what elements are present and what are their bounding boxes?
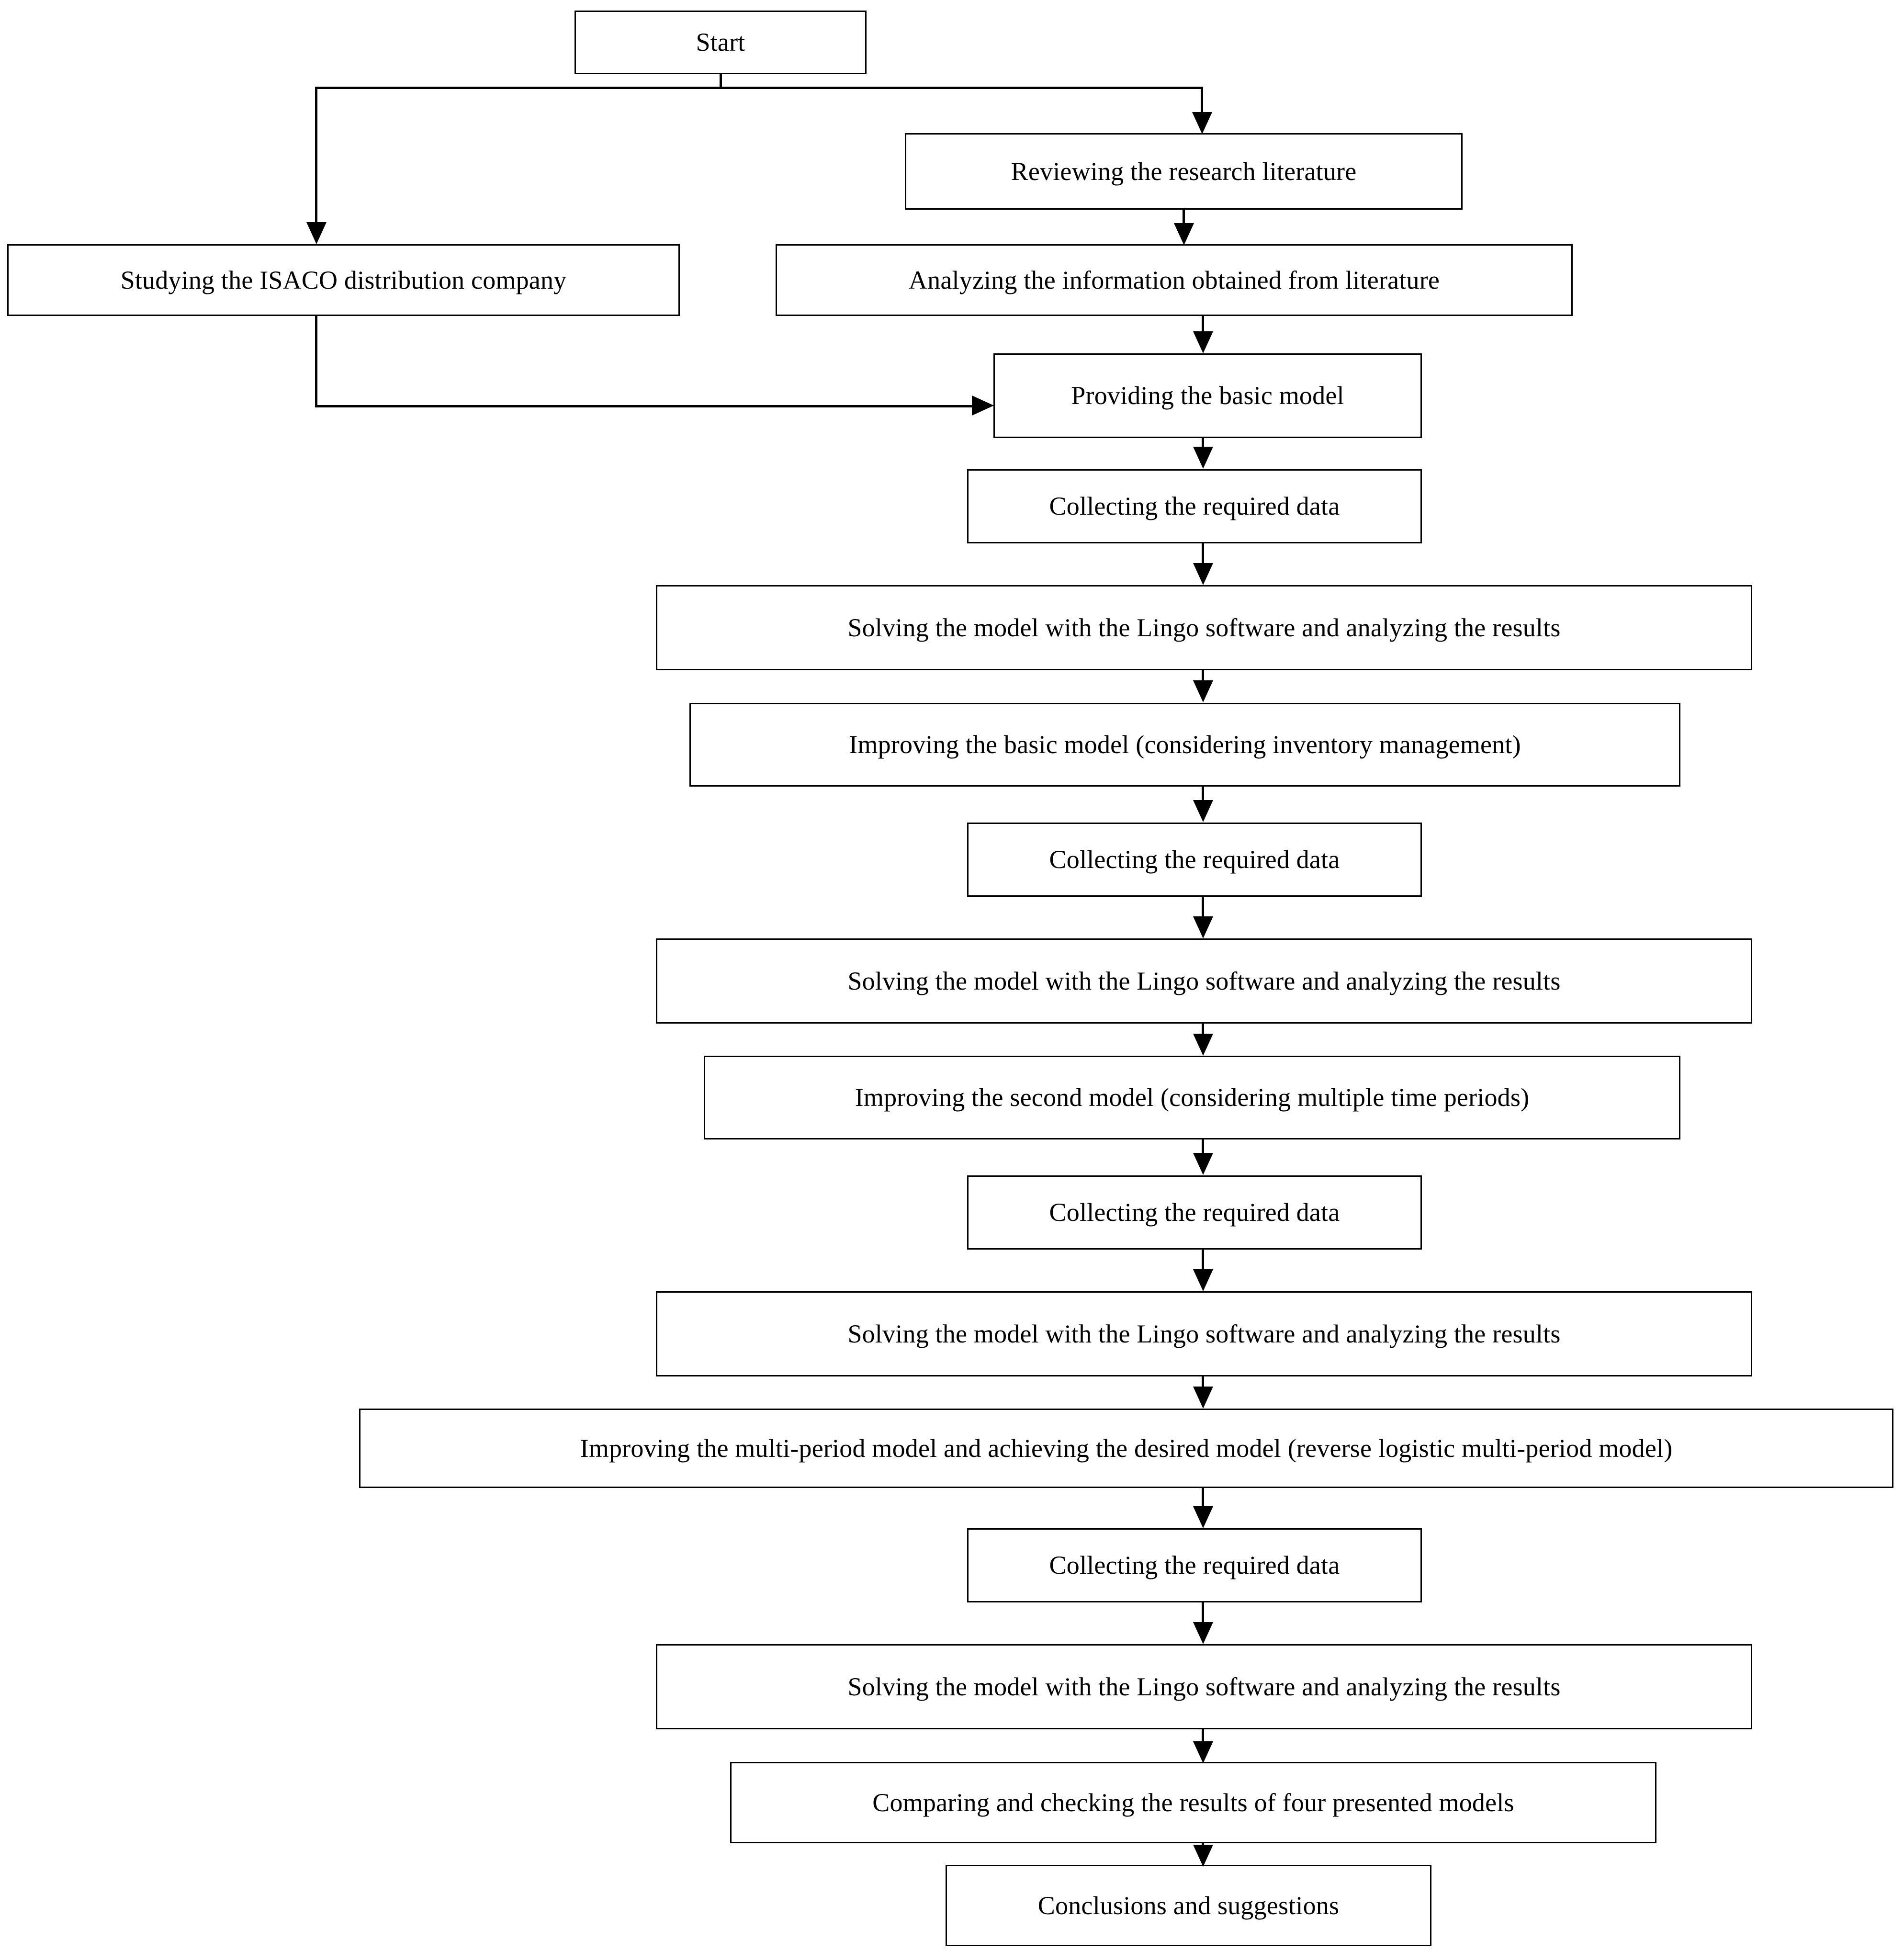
node-solving-the-model-1-label: Solving the model with the Lingo softwar…	[847, 613, 1561, 642]
node-comparing-and-checking-results-label: Comparing and checking the results of fo…	[872, 1788, 1514, 1817]
node-improving-the-second-model[interactable]: Improving the second model (considering …	[704, 1056, 1680, 1139]
edge-start-bus	[315, 87, 1201, 89]
edge-improvesecond-to-collect3	[1202, 1139, 1204, 1154]
node-solving-the-model-3-label: Solving the model with the Lingo softwar…	[847, 1319, 1561, 1348]
node-start-label: Start	[696, 28, 745, 57]
node-reviewing-the-research-literature[interactable]: Reviewing the research literature	[905, 133, 1463, 210]
node-solving-the-model-4[interactable]: Solving the model with the Lingo softwar…	[656, 1644, 1752, 1729]
edge-review-to-analyze	[1183, 210, 1185, 224]
node-improving-the-multi-period-model-label: Improving the multi-period model and ach…	[580, 1433, 1673, 1463]
node-collecting-the-required-data-3[interactable]: Collecting the required data	[967, 1175, 1422, 1250]
arrow-basic-to-collect1	[1193, 447, 1213, 469]
edge-improvemulti-to-collect4	[1202, 1488, 1204, 1507]
node-solving-the-model-2[interactable]: Solving the model with the Lingo softwar…	[656, 938, 1752, 1024]
edge-basic-to-collect1	[1202, 438, 1204, 448]
node-start[interactable]: Start	[575, 11, 867, 74]
edge-collect1-to-solve1	[1202, 543, 1204, 564]
arrow-collect3-to-solve3	[1193, 1269, 1213, 1291]
arrow-improvebasic-to-collect2	[1193, 800, 1213, 822]
edge-solve4-to-compare	[1202, 1729, 1204, 1742]
arrow-isaco-to-basic	[972, 395, 994, 416]
arrow-collect4-to-solve4	[1193, 1622, 1213, 1644]
node-collecting-the-required-data-1-label: Collecting the required data	[1049, 492, 1340, 521]
node-comparing-and-checking-results[interactable]: Comparing and checking the results of fo…	[730, 1762, 1656, 1843]
node-improving-the-basic-model[interactable]: Improving the basic model (considering i…	[689, 703, 1680, 787]
edge-isaco-to-basic-horizontal	[315, 405, 973, 407]
edge-collect4-to-solve4	[1202, 1602, 1204, 1623]
node-collecting-the-required-data-1[interactable]: Collecting the required data	[967, 469, 1422, 543]
edge-solve2-to-improvesecond	[1202, 1024, 1204, 1034]
node-studying-the-isaco-distribution-company-label: Studying the ISACO distribution company	[120, 265, 567, 294]
node-studying-the-isaco-distribution-company[interactable]: Studying the ISACO distribution company	[7, 244, 680, 316]
arrow-start-to-isaco	[306, 222, 327, 244]
edge-collect3-to-solve3	[1202, 1250, 1204, 1270]
node-reviewing-the-research-literature-label: Reviewing the research literature	[1011, 157, 1357, 186]
node-analyzing-the-information-obtained-from-literature-label: Analyzing the information obtained from …	[908, 265, 1440, 294]
edge-collect2-to-solve2	[1202, 897, 1204, 917]
node-analyzing-the-information-obtained-from-literature[interactable]: Analyzing the information obtained from …	[776, 244, 1573, 316]
node-improving-the-basic-model-label: Improving the basic model (considering i…	[849, 730, 1521, 759]
arrow-solve3-to-improvemulti	[1193, 1387, 1213, 1409]
edge-analyze-to-basic	[1202, 316, 1204, 331]
arrow-collect2-to-solve2	[1193, 916, 1213, 938]
arrow-solve2-to-improvesecond	[1193, 1034, 1213, 1056]
arrow-solve1-to-improvebasic	[1193, 680, 1213, 702]
node-improving-the-second-model-label: Improving the second model (considering …	[855, 1083, 1530, 1112]
arrow-compare-to-conclusions	[1193, 1845, 1213, 1867]
node-conclusions-and-suggestions[interactable]: Conclusions and suggestions	[946, 1865, 1431, 1946]
arrow-improvemulti-to-collect4	[1193, 1506, 1213, 1528]
node-solving-the-model-1[interactable]: Solving the model with the Lingo softwar…	[656, 585, 1752, 670]
arrow-improvesecond-to-collect3	[1193, 1153, 1213, 1175]
edge-start-to-review-vertical	[1201, 87, 1203, 113]
node-providing-the-basic-model[interactable]: Providing the basic model	[993, 353, 1422, 438]
node-solving-the-model-4-label: Solving the model with the Lingo softwar…	[847, 1672, 1561, 1701]
edge-isaco-down	[315, 316, 317, 407]
node-collecting-the-required-data-2-label: Collecting the required data	[1049, 845, 1340, 874]
arrow-collect1-to-solve1	[1193, 563, 1213, 585]
arrow-review-to-analyze	[1174, 223, 1194, 245]
node-solving-the-model-3[interactable]: Solving the model with the Lingo softwar…	[656, 1291, 1752, 1376]
node-collecting-the-required-data-2[interactable]: Collecting the required data	[967, 823, 1422, 897]
node-providing-the-basic-model-label: Providing the basic model	[1071, 381, 1344, 410]
edge-start-to-isaco-vertical	[315, 87, 317, 223]
node-collecting-the-required-data-4[interactable]: Collecting the required data	[967, 1528, 1422, 1602]
node-improving-the-multi-period-model[interactable]: Improving the multi-period model and ach…	[359, 1409, 1893, 1488]
node-collecting-the-required-data-4-label: Collecting the required data	[1049, 1551, 1340, 1580]
node-conclusions-and-suggestions-label: Conclusions and suggestions	[1037, 1891, 1340, 1920]
edge-improvebasic-to-collect2	[1202, 787, 1204, 801]
node-solving-the-model-2-label: Solving the model with the Lingo softwar…	[847, 966, 1561, 995]
arrow-analyze-to-basic	[1193, 331, 1213, 353]
edge-start-stub	[720, 74, 722, 88]
arrow-solve4-to-compare	[1193, 1741, 1213, 1763]
edge-solve1-to-improvebasic	[1202, 670, 1204, 681]
node-collecting-the-required-data-3-label: Collecting the required data	[1049, 1198, 1340, 1227]
edge-solve3-to-improvemulti	[1202, 1376, 1204, 1387]
arrow-start-to-review	[1192, 112, 1212, 134]
